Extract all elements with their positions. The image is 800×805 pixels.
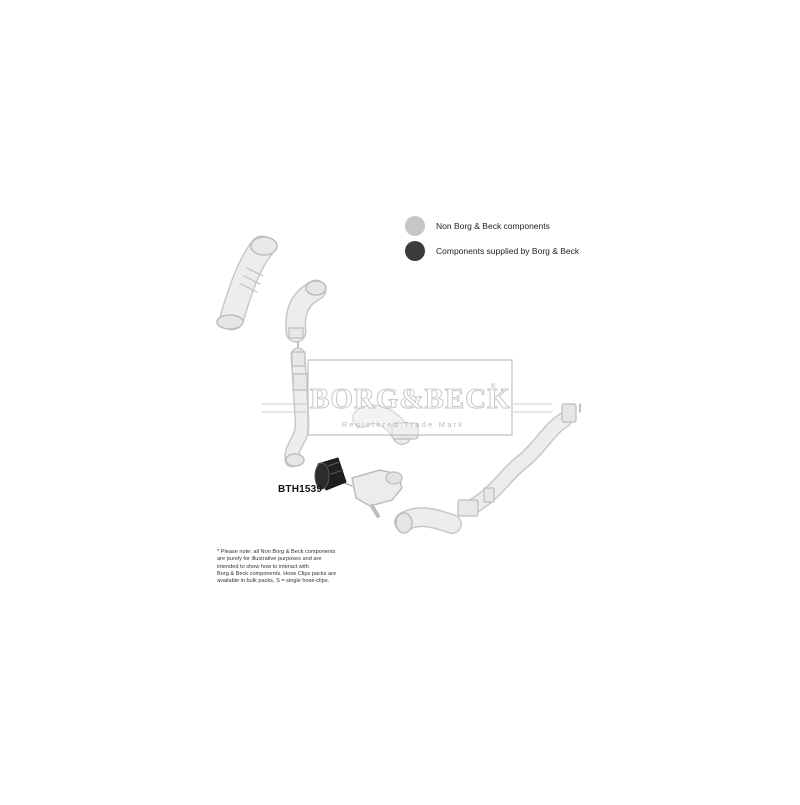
legend-item-non-borg-beck: Non Borg & Beck components xyxy=(405,216,550,236)
legend-label: Components supplied by Borg & Beck xyxy=(436,246,580,256)
watermark-registered-mark: ® xyxy=(491,384,496,390)
legend-swatch-dark xyxy=(405,241,425,261)
watermark-brand: BORG&BECK xyxy=(310,383,511,416)
footnote-line: are purely for illustrative purposes and… xyxy=(217,556,322,563)
legend-swatch-grey xyxy=(405,216,425,236)
bth1539-hose-part xyxy=(314,457,347,491)
watermark-frame xyxy=(261,359,553,436)
long-pipe xyxy=(457,403,581,517)
legend-item-borg-beck-supplied: Components supplied by Borg & Beck xyxy=(405,241,579,261)
lower-hose xyxy=(394,507,462,534)
part-number-label: BTH1539 xyxy=(278,484,323,495)
vertical-pipe xyxy=(284,347,310,468)
footnote-line: available in bulk packs, S = single hose… xyxy=(217,578,330,585)
legend-label: Non Borg & Beck components xyxy=(436,221,550,231)
throttle-housing xyxy=(351,469,403,518)
footnote-line: intended to show how to interact with xyxy=(217,563,309,570)
footnote-line: * Please note: all Non Borg & Beck compo… xyxy=(217,549,336,555)
footnote-line: Borg & Beck components. Hose Clips packs… xyxy=(217,570,337,577)
upper-bend-hose xyxy=(285,279,327,343)
air-intake-hose xyxy=(216,235,278,331)
footnote-disclaimer: * Please note: all Non Borg & Beck compo… xyxy=(217,549,377,585)
watermark-tagline: Registered Trade Mark xyxy=(341,420,465,429)
